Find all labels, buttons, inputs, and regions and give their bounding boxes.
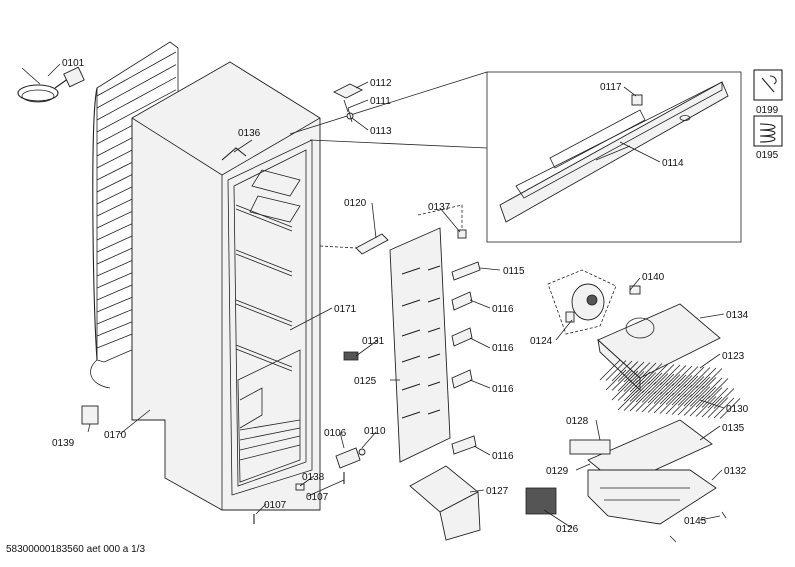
label-0113: 0113 [370,126,392,137]
label-0132: 0132 [724,466,747,477]
wrench-icon [753,69,783,101]
coil-icon [753,115,783,147]
label-0116-b: 0116 [492,343,514,354]
part-0139 [81,405,99,425]
label-0131: 0131 [362,336,385,347]
drip-tray [525,419,717,525]
label-0195: 0195 [756,150,779,161]
label-0199: 0199 [756,105,779,116]
evaporator-coil [599,359,741,419]
label-0134: 0134 [726,310,749,321]
label-0170: 0170 [104,430,127,441]
label-0129: 0129 [546,466,569,477]
air-duct [409,465,481,541]
label-0126: 0126 [556,524,579,535]
power-cord [17,66,85,103]
label-0125: 0125 [354,376,377,387]
label-0138: 0138 [302,472,325,483]
label-0114: 0114 [662,158,684,169]
label-0124: 0124 [530,336,553,347]
label-0116-c: 0116 [492,384,514,395]
label-0139: 0139 [52,438,75,449]
lamp-holder [355,233,389,255]
label-0137: 0137 [428,202,451,213]
label-0117: 0117 [600,82,622,93]
label-0120: 0120 [344,198,367,209]
label-0115: 0115 [503,266,525,277]
label-0101: 0101 [62,58,85,69]
label-0106: 0106 [324,428,347,439]
label-0107-a: 0107 [264,500,287,511]
label-0112: 0112 [370,78,392,89]
top-cover-0114 [499,81,729,223]
label-0111: 0111 [370,96,391,107]
document-code: 58300000183560 aet 000 a 1/3 [6,544,146,555]
label-0123: 0123 [722,351,745,362]
hinge-fitting [332,83,364,123]
cabinet-body [131,61,321,511]
shelf-supports [451,261,481,455]
label-0116-a: 0116 [492,304,514,315]
label-0140: 0140 [642,272,665,283]
label-0130: 0130 [726,404,749,415]
label-0110: 0110 [364,426,386,437]
evaporator-cover [597,303,721,392]
label-0116-d: 0116 [492,451,514,462]
label-0171: 0171 [334,304,357,315]
fan-assembly [547,269,641,335]
label-0145: 0145 [684,516,707,527]
label-0135: 0135 [722,423,745,434]
label-0136: 0136 [238,128,261,139]
rear-panel [343,227,451,463]
label-0107-b: 0107 [306,492,329,503]
label-0127: 0127 [486,486,509,497]
label-0128: 0128 [566,416,589,427]
